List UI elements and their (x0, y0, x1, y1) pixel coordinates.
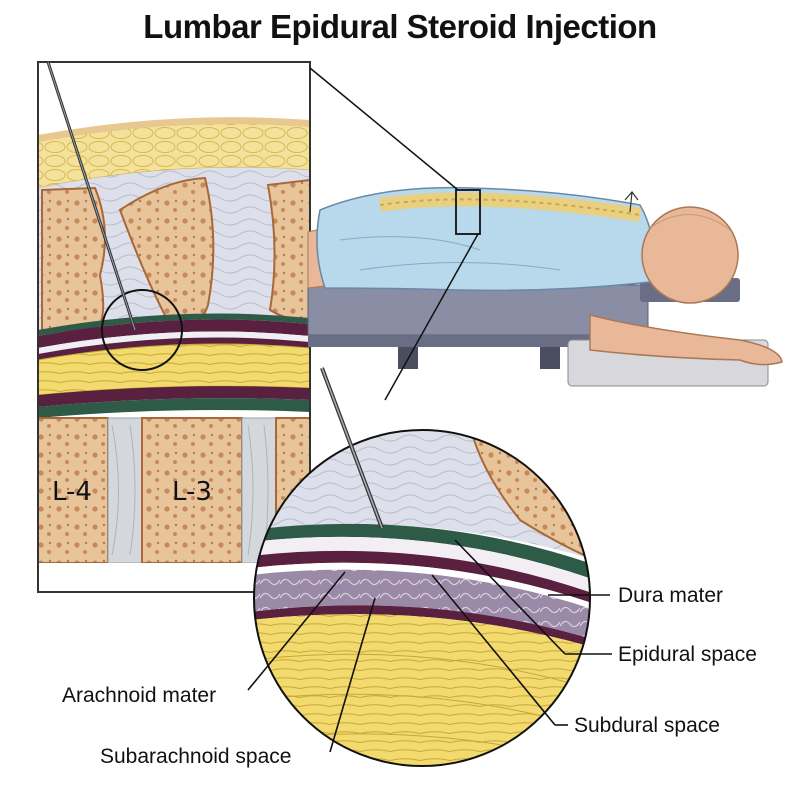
spine-cross-section-panel (38, 62, 310, 592)
leader-lines (247, 539, 612, 753)
magnified-circle-border (253, 429, 591, 767)
label-dura-mater: Dura mater (618, 584, 723, 607)
magnify-circle (101, 289, 183, 371)
label-subarachnoid-space: Subarachnoid space (100, 745, 291, 768)
diagram-title: Lumbar Epidural Steroid Injection (143, 8, 657, 45)
connector-line-top (309, 67, 459, 191)
label-subdural-space: Subdural space (574, 714, 720, 737)
magnified-detail-circle (254, 430, 590, 766)
label-arachnoid-mater: Arachnoid mater (62, 684, 216, 707)
zoom-box (455, 189, 481, 235)
label-epidural-space: Epidural space (618, 643, 757, 666)
patient-figure (307, 186, 783, 387)
vertebra-label-right: L-3 (172, 477, 212, 507)
connector-line-bottom (384, 233, 479, 401)
vertebra-label-left: L-4 (52, 477, 92, 507)
